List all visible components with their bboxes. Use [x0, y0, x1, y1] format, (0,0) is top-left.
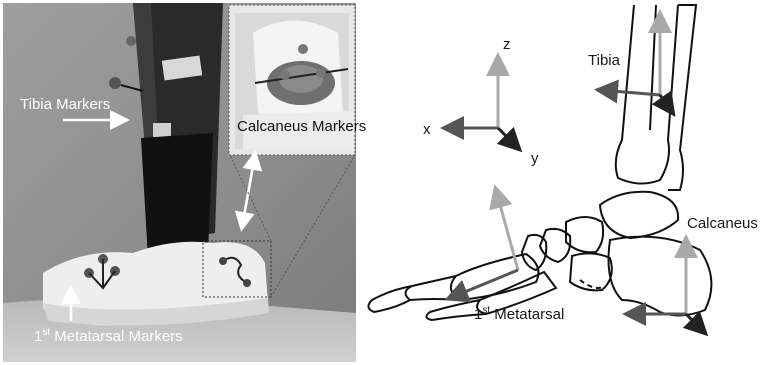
foot-bones	[368, 192, 711, 320]
metatarsal-text: Metatarsal	[490, 306, 564, 323]
metatarsal-markers-label: 1st Metatarsal Markers	[34, 327, 183, 345]
z-axis-label: z	[503, 36, 511, 53]
tibia-label: Tibia	[588, 52, 620, 69]
calcaneus-label: Calcaneus	[687, 215, 758, 232]
coordinate-frame	[446, 58, 518, 148]
foot-skeleton-diagram	[360, 0, 776, 365]
cuboid	[570, 253, 612, 290]
metatarsal-markers-text: Metatarsal Markers	[50, 328, 183, 345]
y-axis-label: y	[531, 150, 539, 167]
talus	[600, 192, 678, 238]
metatarsal-sup: st	[482, 305, 490, 316]
metatarsal-label: 1st Metatarsal	[474, 305, 564, 323]
x-axis-label: x	[423, 121, 431, 138]
y-axis-arrow	[498, 128, 518, 148]
navicular	[566, 217, 603, 252]
calcaneus-bone	[609, 237, 712, 316]
metatarsal-markers-sup: st	[42, 327, 50, 338]
tibia-markers-label: Tibia Markers	[20, 96, 110, 113]
calcaneus-y-arrow	[686, 314, 704, 332]
hidden-joint	[580, 280, 604, 288]
calcaneus-markers-label: Calcaneus Markers	[237, 118, 366, 135]
tibia-bone	[616, 5, 696, 190]
